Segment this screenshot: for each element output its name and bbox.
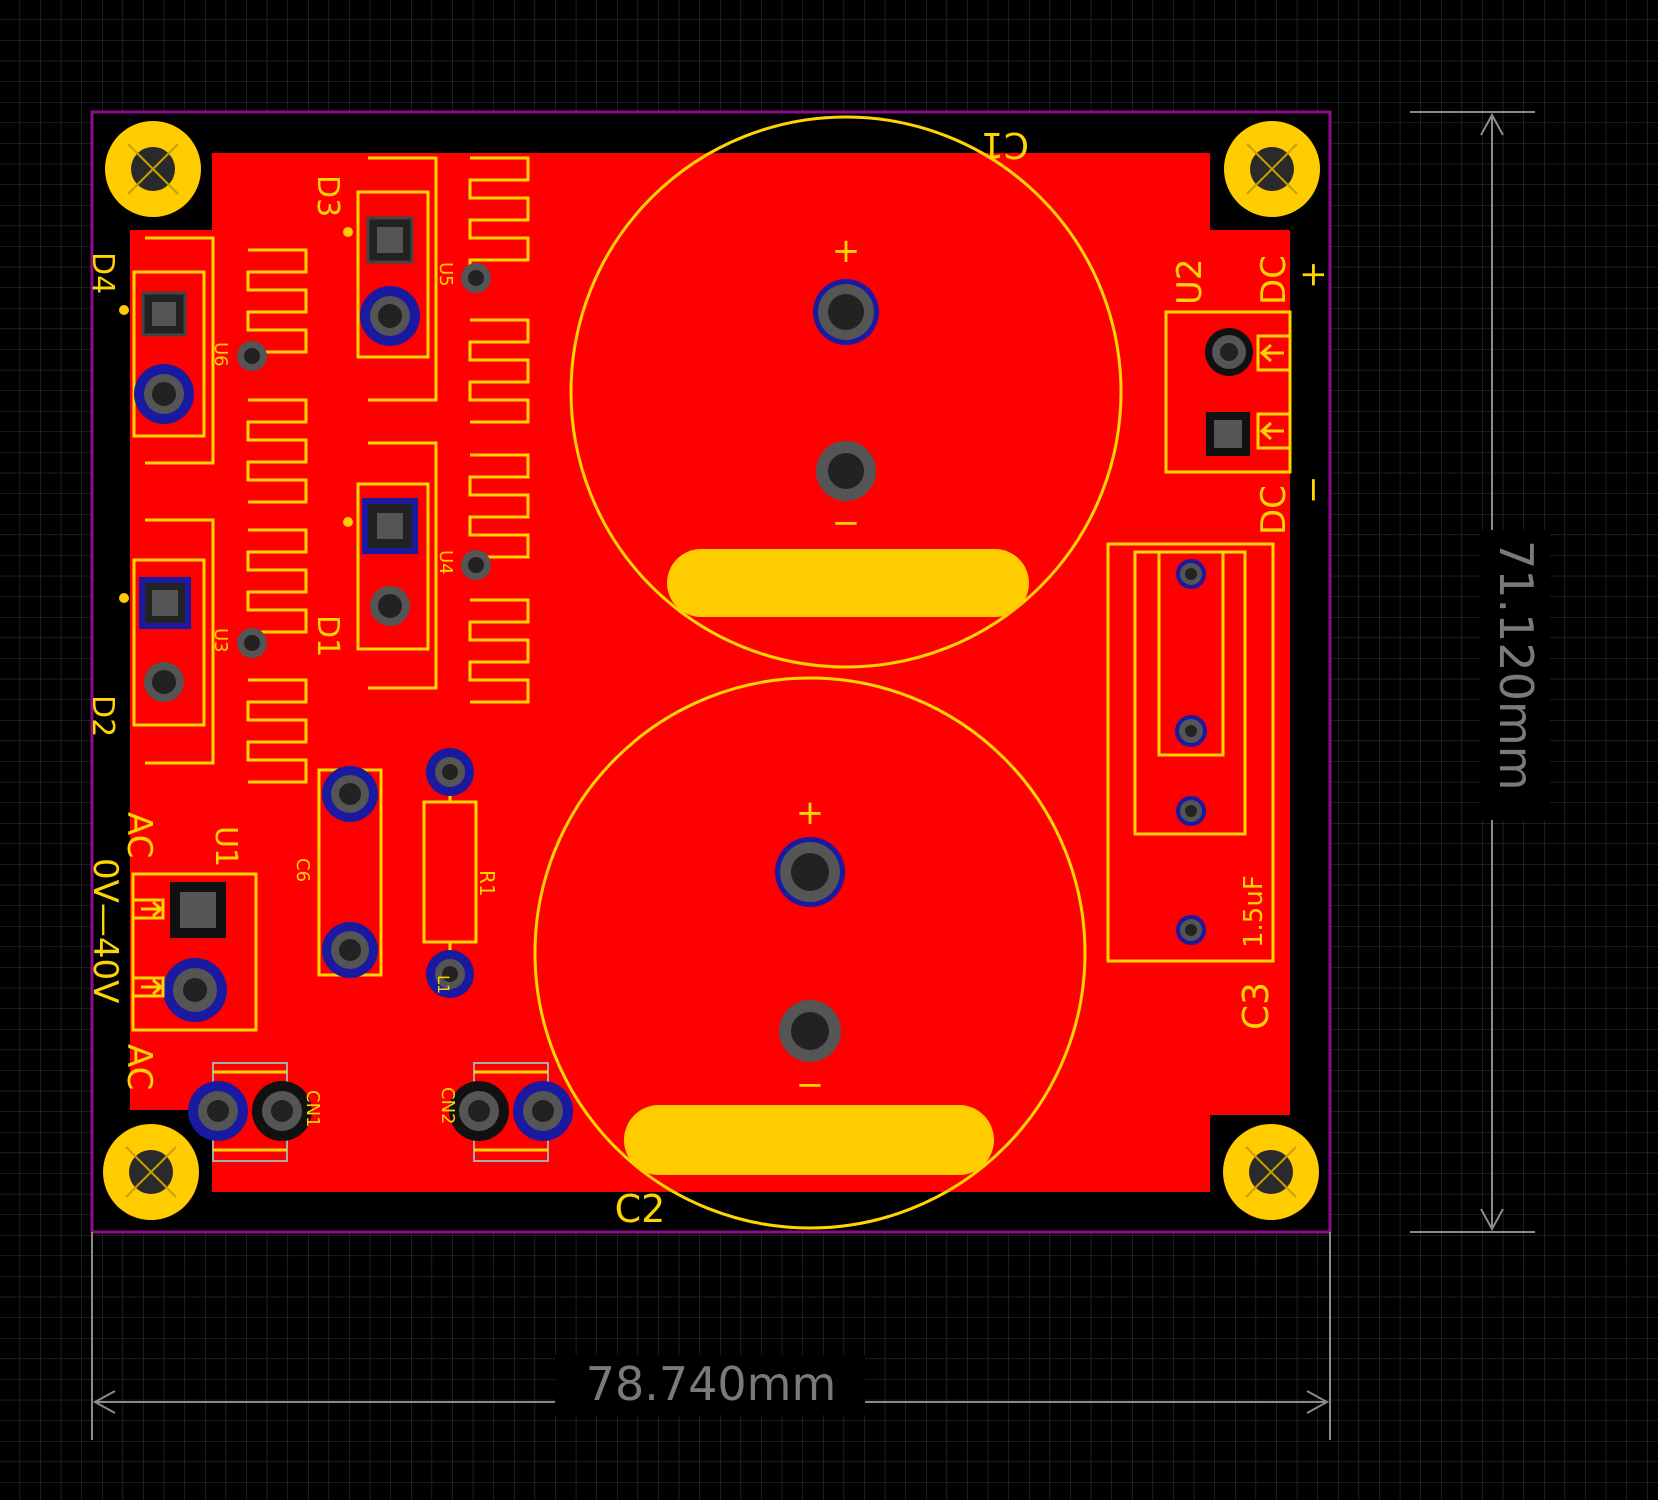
connector-u2[interactable]: U2 DC + DC − (1164, 255, 1333, 535)
c1-minus-label: − (832, 503, 861, 543)
connector-cn2[interactable]: CN2 (437, 1062, 573, 1162)
connector-u1[interactable]: U1 AC 0V—40V AC (85, 812, 258, 1090)
l1-designator: L1 (434, 975, 453, 994)
mounting-hole[interactable] (103, 1124, 199, 1220)
connector-cn1[interactable]: CN1 (188, 1062, 323, 1162)
u2-designator: U2 (1170, 258, 1210, 305)
dimension-width: 78.740mm (91, 1232, 1331, 1440)
c1-designator: C1 (981, 124, 1029, 165)
transistor-u3[interactable]: U3 (210, 628, 267, 658)
diode-d1[interactable]: D1 (310, 482, 430, 657)
ac-bottom-label: AC (119, 1044, 159, 1090)
mounting-hole[interactable] (105, 121, 201, 217)
r1-designator: R1 (475, 870, 499, 897)
width-dimension-label: 78.740mm (586, 1357, 837, 1411)
c2-plus-label: + (796, 793, 825, 833)
d3-designator: D3 (310, 175, 345, 217)
c1-plus-label: + (832, 231, 861, 271)
transistor-u4[interactable]: U4 (435, 550, 491, 580)
u6-designator: U6 (210, 342, 231, 367)
cn1-designator: CN1 (302, 1090, 323, 1128)
transistor-u6[interactable]: U6 (210, 341, 267, 371)
c3-value: 1.5uF (1239, 875, 1269, 948)
d1-designator: D1 (310, 615, 345, 657)
u1-designator: U1 (208, 826, 243, 867)
heatsink-middle (368, 156, 530, 704)
heatsink-left (145, 236, 308, 784)
capacitor-c6[interactable]: C6 (292, 766, 383, 978)
transistor-u5[interactable]: U5 (435, 262, 491, 293)
diode-d4[interactable]: D4 (85, 252, 206, 438)
mounting-holes (103, 121, 1320, 1220)
resistor-r1[interactable]: R1 L1 (422, 748, 499, 998)
mounting-hole[interactable] (1224, 121, 1320, 217)
u3-designator: U3 (210, 628, 231, 653)
height-dimension-label: 71.120mm (1489, 540, 1543, 791)
dc-minus-label: DC (1254, 485, 1294, 535)
diode-d2[interactable]: D2 (85, 558, 206, 737)
ac-top-label: AC (119, 812, 159, 858)
capacitor-c2[interactable]: + − C2 (533, 676, 1087, 1231)
dc-minus-sign: − (1293, 476, 1333, 505)
capacitor-c3[interactable]: 1.5uF C3 (1106, 542, 1277, 1030)
dimension-height: 71.120mm (1410, 111, 1550, 1233)
diode-d3[interactable]: D3 (310, 175, 430, 359)
copper-pour (130, 153, 1290, 1192)
u5-designator: U5 (435, 262, 456, 287)
dc-plus-label: DC (1254, 255, 1294, 305)
c6-designator: C6 (292, 858, 313, 882)
u4-designator: U4 (435, 550, 456, 575)
c2-designator: C2 (615, 1187, 666, 1231)
d4-designator: D4 (85, 252, 120, 294)
cn2-designator: CN2 (437, 1087, 458, 1125)
d2-designator: D2 (85, 695, 120, 737)
mounting-hole[interactable] (1223, 1124, 1319, 1220)
c3-designator: C3 (1236, 982, 1277, 1030)
capacitor-c1[interactable]: + − C1 (569, 115, 1123, 669)
dc-plus-sign: + (1293, 261, 1333, 290)
c2-minus-label: − (796, 1065, 825, 1105)
voltage-label: 0V—40V (85, 858, 125, 1003)
